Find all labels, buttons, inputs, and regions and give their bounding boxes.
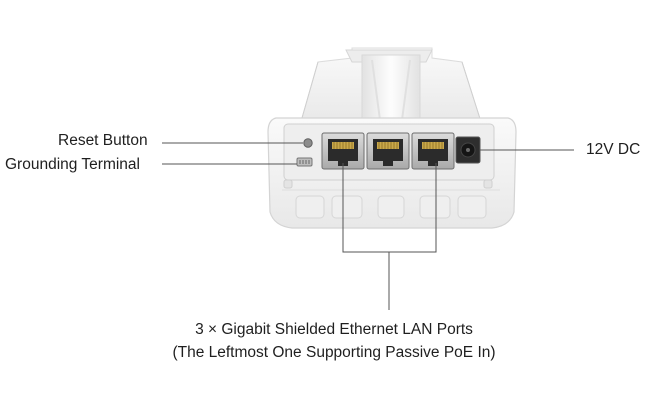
grounding-terminal-icon: [296, 157, 313, 167]
ethernet-port-2: [366, 132, 410, 170]
reset-button-label: Reset Button: [58, 132, 148, 149]
grounding-terminal-label: Grounding Terminal: [5, 156, 140, 173]
dc-power-jack-icon: [455, 136, 481, 164]
reset-button-icon: [303, 138, 313, 148]
leader-lines: [162, 142, 574, 310]
ports-caption-line-2: (The Leftmost One Supporting Passive PoE…: [172, 344, 496, 361]
antenna-housing: [299, 47, 483, 126]
ethernet-port-3: [411, 132, 455, 170]
ports-caption-line-1: 3 × Gigabit Shielded Ethernet LAN Ports: [195, 321, 473, 338]
dc-power-label: 12V DC: [586, 141, 641, 158]
ports-caption: 3 × Gigabit Shielded Ethernet LAN Ports …: [0, 318, 668, 364]
